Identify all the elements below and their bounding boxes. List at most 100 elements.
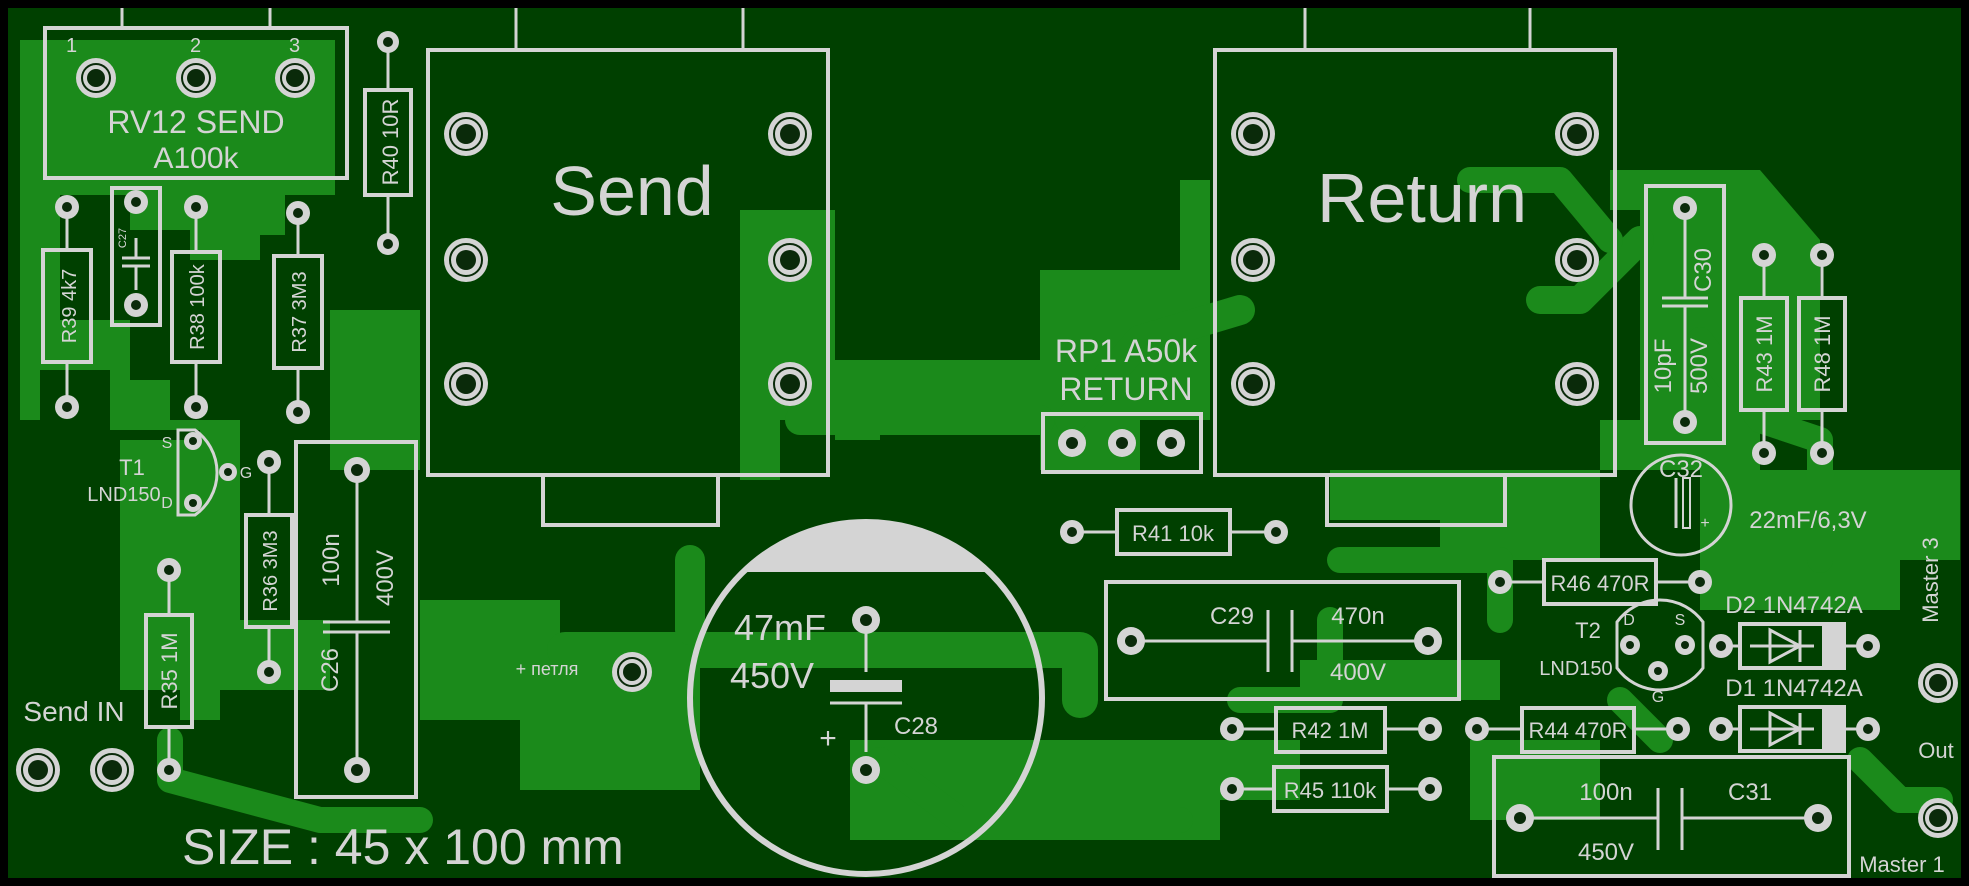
send-in-pad-2	[90, 748, 134, 792]
d1-label: D1 1N4742A	[1725, 675, 1862, 702]
send-in-label: Send IN	[23, 696, 124, 727]
c31-capacitor: 100n C31 450V	[1492, 755, 1851, 878]
rp1-pad-3	[1157, 429, 1185, 457]
out-label: Out	[1918, 738, 1953, 763]
copper-layer	[20, 40, 1960, 840]
r46-pad-right	[1688, 570, 1712, 594]
c28-pad-plus	[852, 756, 880, 784]
r45-label: R45 110k	[1284, 778, 1378, 803]
r35-pad-top	[157, 558, 181, 582]
c30-volt-label: 500V	[1686, 338, 1713, 394]
rv12-name: RV12 SEND	[107, 104, 284, 140]
d1-pad-cathode	[1856, 717, 1880, 741]
c30-name: C30	[1690, 248, 1717, 292]
r48-label: R48 1M	[1810, 315, 1835, 392]
r36-pad-top	[257, 450, 281, 474]
r41-pad-right	[1264, 520, 1288, 544]
rv12-pin2-label: 2	[190, 35, 201, 57]
r41-resistor: R41 10k	[1072, 508, 1276, 556]
r44-label: R44 470R	[1528, 718, 1627, 743]
rp1-value: RETURN	[1059, 371, 1192, 407]
return-pad-3	[1231, 362, 1275, 406]
c26-capacitor: 100n 400V C26	[294, 440, 418, 799]
r39-resistor: R39 4k7	[41, 207, 93, 407]
master3-pad	[1918, 663, 1958, 703]
r45-pad-left	[1220, 777, 1244, 801]
t1-g-label: G	[240, 465, 252, 482]
d2-label: D2 1N4742A	[1725, 592, 1862, 619]
c26-pad-bottom	[344, 757, 370, 783]
c28-cap-label: 47mF	[734, 607, 826, 648]
t1-s-label: S	[162, 435, 173, 452]
send-pad-4	[768, 112, 812, 156]
c26-cap-label: 100n	[318, 533, 345, 586]
c29-name: C29	[1210, 603, 1254, 630]
rp1-pad-2	[1108, 429, 1136, 457]
c28-name: C28	[894, 713, 938, 740]
r42-pad-left	[1220, 717, 1244, 741]
c26-volt-label: 400V	[372, 550, 399, 606]
c30-pad-top	[1673, 196, 1697, 220]
r38-label: R38 100k	[187, 263, 209, 350]
send-pad-1	[444, 112, 488, 156]
t2-pad-s	[1675, 635, 1695, 655]
r37-pad-bottom	[286, 400, 310, 424]
c28-pad-minus	[852, 606, 880, 634]
rv12-value: A100k	[153, 142, 239, 175]
c28-polarity-band	[743, 521, 989, 572]
t1-pad-g	[219, 463, 237, 481]
return-jack-outline	[1213, 48, 1617, 477]
r36-label: R36 3M3	[260, 530, 282, 611]
c31-pad-left	[1506, 804, 1534, 832]
r48-resistor: R48 1M	[1797, 255, 1847, 453]
send-jack-label: Send	[550, 152, 713, 230]
c32-name: C32	[1659, 456, 1703, 483]
loop-label: + петля	[516, 659, 579, 679]
d2-pad-cathode	[1856, 634, 1880, 658]
r43-resistor: R43 1M	[1739, 255, 1789, 453]
r41-pad-left	[1060, 520, 1084, 544]
t2-transistor: D S G T2 LND150	[1539, 598, 1705, 706]
c26-pad-top	[344, 457, 370, 483]
r38-resistor: R38 100k	[170, 207, 222, 407]
c28-capacitor: 47mF 450V C28 +	[687, 519, 1045, 877]
r39-pad-top	[55, 195, 79, 219]
t2-type: LND150	[1539, 658, 1612, 680]
send-pad-5	[768, 238, 812, 282]
r42-pad-right	[1418, 717, 1442, 741]
t1-name: T1	[119, 455, 145, 480]
master3-label: Master 3	[1918, 537, 1943, 623]
t1-transistor: S G D T1 LND150	[87, 428, 252, 517]
r46-pad-left	[1488, 570, 1512, 594]
c28-volt-label: 450V	[730, 655, 814, 696]
c27-capacitor: C27	[110, 186, 162, 327]
pads-layer	[16, 31, 1958, 838]
t2-d-label: D	[1623, 612, 1635, 629]
send-pad-2	[444, 238, 488, 282]
send-pad-3	[444, 362, 488, 406]
t2-g-label: G	[1652, 689, 1664, 706]
r37-pad-top	[286, 201, 310, 225]
send-in-pad-1	[16, 748, 60, 792]
r48-pad-bottom	[1810, 441, 1834, 465]
d1-diode: D1 1N4742A	[1721, 675, 1868, 753]
r39-pad-bottom	[55, 395, 79, 419]
r43-pad-top	[1752, 243, 1776, 267]
c29-pad-right	[1414, 627, 1442, 655]
rp1-outline	[1041, 412, 1203, 474]
c30-cap-label: 10pF	[1650, 339, 1677, 394]
t2-s-label: S	[1675, 612, 1686, 629]
c32-value: 22mF/6,3V	[1749, 507, 1866, 534]
c27-pad-top	[124, 190, 148, 214]
r46-label: R46 470R	[1550, 571, 1649, 596]
d1-pad-anode	[1709, 717, 1733, 741]
r42-label: R42 1M	[1291, 718, 1368, 743]
size-label: SIZE : 45 x 100 mm	[182, 819, 624, 875]
send-jack-outline	[426, 48, 830, 477]
r35-label: R35 1M	[157, 632, 182, 709]
c30-capacitor: C30 10pF 500V	[1644, 184, 1726, 445]
return-pad-6	[1555, 362, 1599, 406]
c31-pad-right	[1804, 804, 1832, 832]
c32-plus: +	[1700, 515, 1709, 532]
